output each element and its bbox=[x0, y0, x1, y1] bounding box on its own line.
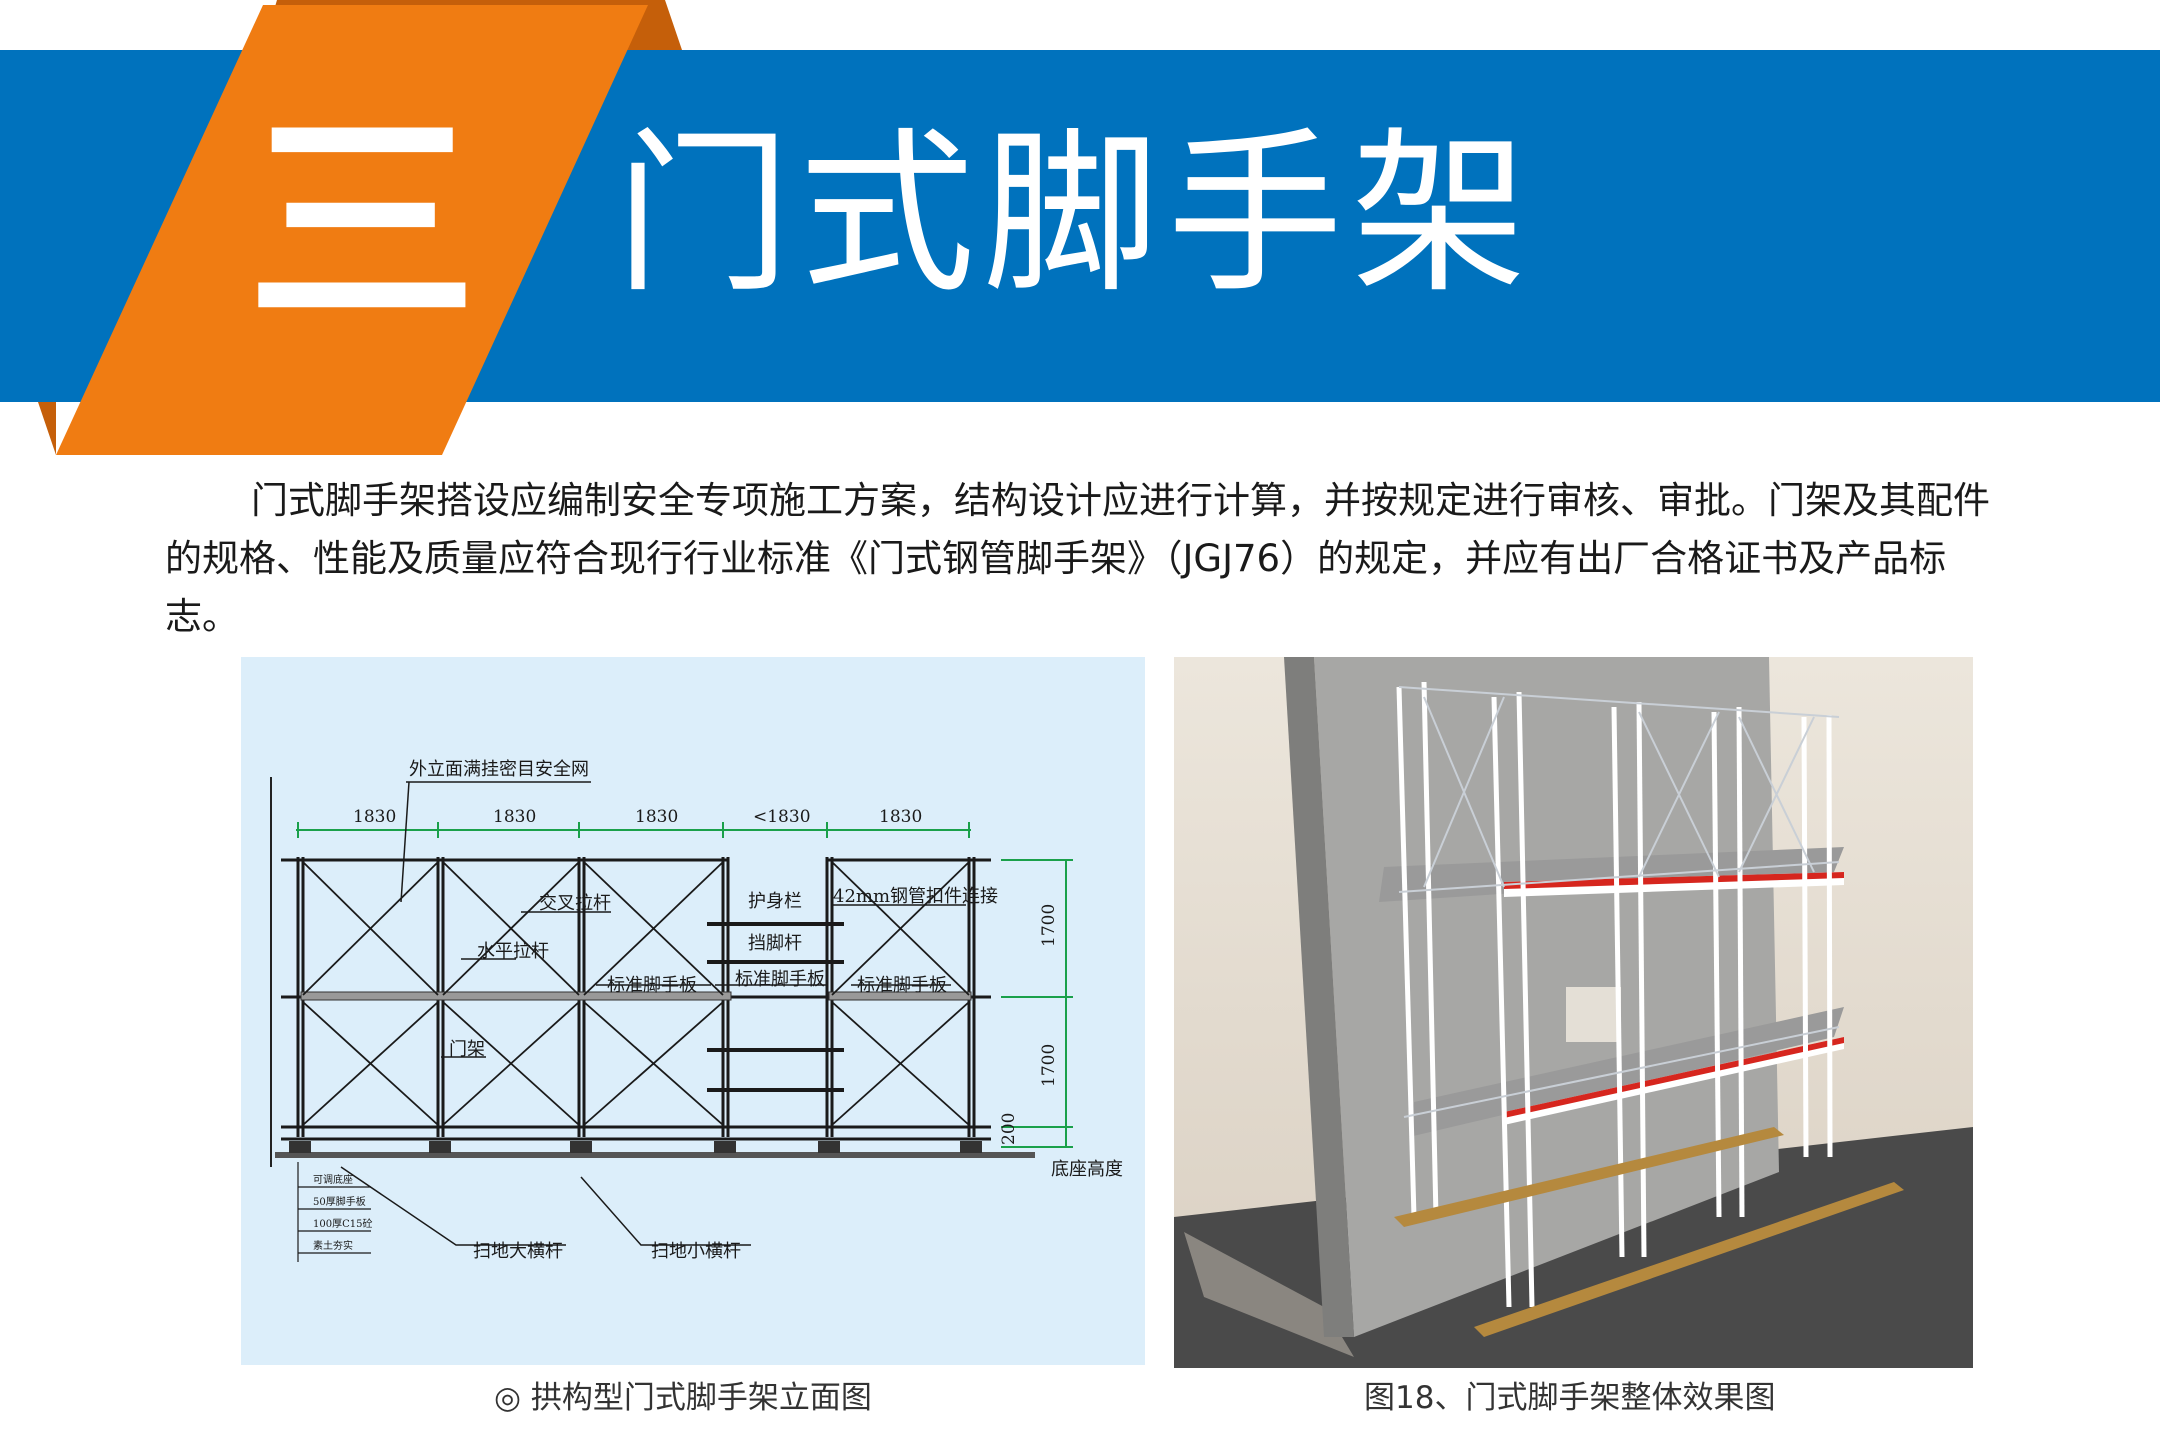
label-std-plank-1: 标准脚手板 bbox=[607, 975, 697, 996]
label-door-frame: 门架 bbox=[449, 1039, 485, 1060]
base-layer-1: 可调底座 bbox=[313, 1173, 353, 1186]
label-guard-rail: 护身栏 bbox=[748, 891, 802, 912]
label-std-plank-3: 标准脚手板 bbox=[857, 975, 947, 996]
dim-right-1: 1700 bbox=[1039, 904, 1059, 947]
label-std-plank-2: 标准脚手板 bbox=[735, 969, 825, 990]
base-layer-3: 100厚C15砼 bbox=[313, 1217, 372, 1230]
section-number: 三 bbox=[246, 90, 477, 357]
elevation-svg: 1830 1830 1830 <1830 1830 bbox=[270, 759, 1123, 1262]
dim-right-2: 1700 bbox=[1039, 1044, 1059, 1087]
base-layer-2: 50厚脚手板 bbox=[313, 1195, 366, 1208]
label-base-height: 底座高度 bbox=[1051, 1159, 1123, 1180]
label-safety-net: 外立面满挂密目安全网 bbox=[409, 759, 589, 780]
intro-paragraph: 门式脚手架搭设应编制安全专项施工方案，结构设计应进行计算，并按规定进行审核、审批… bbox=[165, 479, 1990, 638]
figure-caption-right: 图18、门式脚手架整体效果图 bbox=[1364, 1380, 1776, 1416]
elevation-drawing: 1830 1830 1830 <1830 1830 bbox=[241, 657, 1145, 1365]
dim-top-2: 1830 bbox=[493, 807, 536, 827]
page-title: 门式脚手架 bbox=[615, 112, 1536, 317]
accent-parallelogram bbox=[56, 5, 648, 455]
base-layer-4: 素土夯实 bbox=[313, 1239, 353, 1252]
label-sweep-small: 扫地小横杆 bbox=[651, 1241, 741, 1262]
dim-top-5: 1830 bbox=[879, 807, 922, 827]
dim-top-4: <1830 bbox=[753, 807, 811, 827]
dim-top-1: 1830 bbox=[353, 807, 396, 827]
dim-top-3: 1830 bbox=[635, 807, 678, 827]
header-decoration bbox=[38, 0, 682, 455]
label-toe-board: 挡脚杆 bbox=[748, 933, 802, 954]
label-cross-brace: 交叉拉杆 bbox=[539, 893, 611, 914]
accent-fold-bottom bbox=[38, 402, 56, 455]
render-svg bbox=[1174, 657, 1973, 1368]
render-illustration bbox=[1174, 657, 1973, 1368]
label-sweep-big: 扫地大横杆 bbox=[473, 1241, 563, 1262]
figure-caption-left: ◎ 拱构型门式脚手架立面图 bbox=[494, 1380, 872, 1416]
label-horizontal-rod: 水平拉杆 bbox=[477, 941, 549, 962]
dim-right-3: 200 bbox=[999, 1113, 1019, 1145]
label-pipe-connect: 42mm钢管扣件连接 bbox=[833, 886, 998, 907]
